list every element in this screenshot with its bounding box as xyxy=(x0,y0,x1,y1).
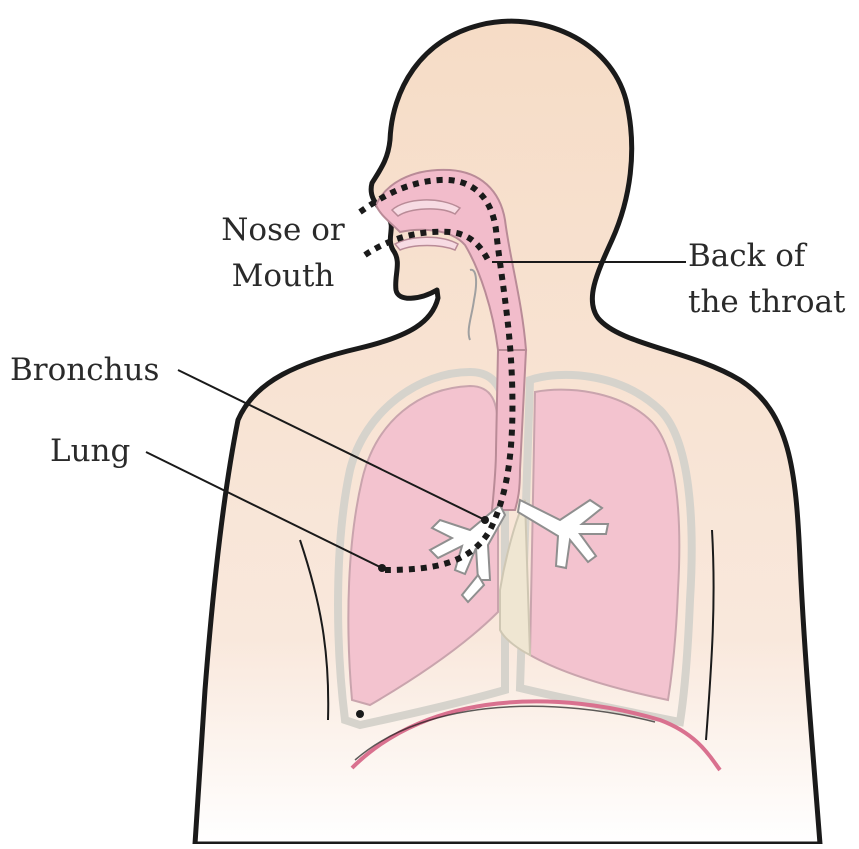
label-throat-line1: Back of xyxy=(688,233,845,279)
label-bronchus: Bronchus xyxy=(10,347,159,393)
label-lung: Lung xyxy=(50,428,130,474)
label-back-of-throat: Back of the throat xyxy=(688,233,845,325)
label-nose-line1: Nose or xyxy=(219,207,347,253)
label-nose-line2: Mouth xyxy=(219,253,347,299)
left-lung xyxy=(530,390,679,700)
label-throat-line2: the throat xyxy=(688,279,845,325)
label-nose-or-mouth: Nose or Mouth xyxy=(219,207,347,299)
